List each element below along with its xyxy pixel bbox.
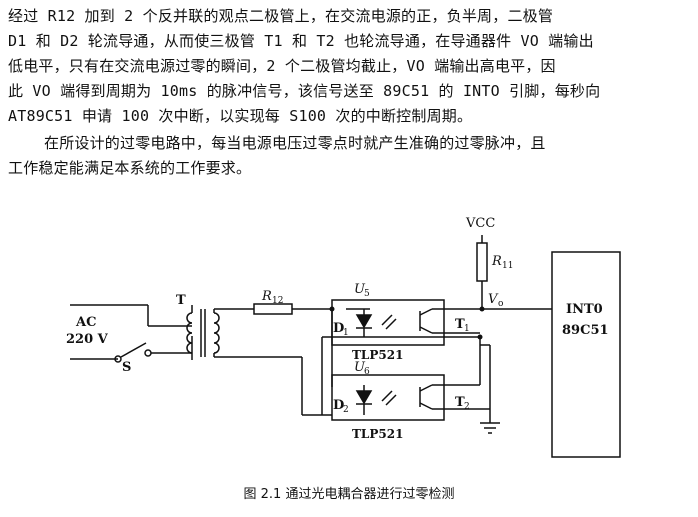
d1-subscript: 1 xyxy=(343,328,349,338)
paragraph-1: 经过 R12 加到 2 个反并联的观点二极管上，在交流电源的正，负半周，二极管 … xyxy=(8,4,692,129)
r11-subscript: 11 xyxy=(502,261,513,271)
ac-label: AC xyxy=(75,315,96,330)
r12-label: R xyxy=(261,289,272,304)
vcc-label: VCC xyxy=(465,216,495,231)
figure-caption: 图 2.1 通过光电耦合器进行过零检测 xyxy=(243,487,455,502)
t2-label: T xyxy=(455,395,465,410)
switch-label: S xyxy=(122,360,131,375)
vo-label: V xyxy=(488,292,499,307)
t1-subscript: 1 xyxy=(464,324,470,334)
zero-crossing-circuit-diagram: VCC R 11 V o T R 12 U 5 U 6 D 1 D 2 T 1 … xyxy=(66,216,621,458)
paragraph-line: 经过 R12 加到 2 个反并联的观点二极管上，在交流电源的正，负半周，二极管 xyxy=(8,7,554,25)
mcu-label: 89C51 xyxy=(562,323,609,338)
r12-subscript: 12 xyxy=(272,296,283,306)
t2-subscript: 2 xyxy=(464,402,470,412)
d1-label: D xyxy=(333,321,344,336)
paragraph-line: 工作稳定能满足本系统的工作要求。 xyxy=(8,159,252,177)
voltage-label: 220 V xyxy=(66,332,109,347)
int0-label: INT0 xyxy=(566,302,603,317)
paragraph-line: 此 VO 端得到周期为 10ms 的脉冲信号，该信号送至 89C51 的 INT… xyxy=(8,82,601,100)
tlp521-u6-label: TLP521 xyxy=(352,427,403,441)
vo-subscript: o xyxy=(498,299,503,309)
d2-subscript: 2 xyxy=(343,405,349,415)
tlp521-u5-label: TLP521 xyxy=(352,348,403,362)
r11-label: R xyxy=(491,254,502,269)
d2-label: D xyxy=(333,398,344,413)
transformer-label: T xyxy=(176,293,186,308)
u5-label: U xyxy=(354,282,366,297)
u6-label: U xyxy=(354,360,366,375)
u6-subscript: 6 xyxy=(364,367,370,377)
paragraph-2: 在所设计的过零电路中，每当电源电压过零点时就产生准确的过零脉冲，且 工作稳定能满… xyxy=(8,131,692,181)
t1-label: T xyxy=(455,317,465,332)
paragraph-line: D1 和 D2 轮流导通，从而使三极管 T1 和 T2 也轮流导通，在导通器件 … xyxy=(8,32,594,50)
paragraph-line: 在所设计的过零电路中，每当电源电压过零点时就产生准确的过零脉冲，且 xyxy=(44,134,546,152)
paragraph-line: 低电平，只有在交流电源过零的瞬间，2 个二极管均截止，VO 端输出高电平，因 xyxy=(8,57,556,75)
paragraph-line: AT89C51 申请 100 次中断，以实现每 S100 次的中断控制周期。 xyxy=(8,107,473,125)
u5-subscript: 5 xyxy=(364,289,370,299)
